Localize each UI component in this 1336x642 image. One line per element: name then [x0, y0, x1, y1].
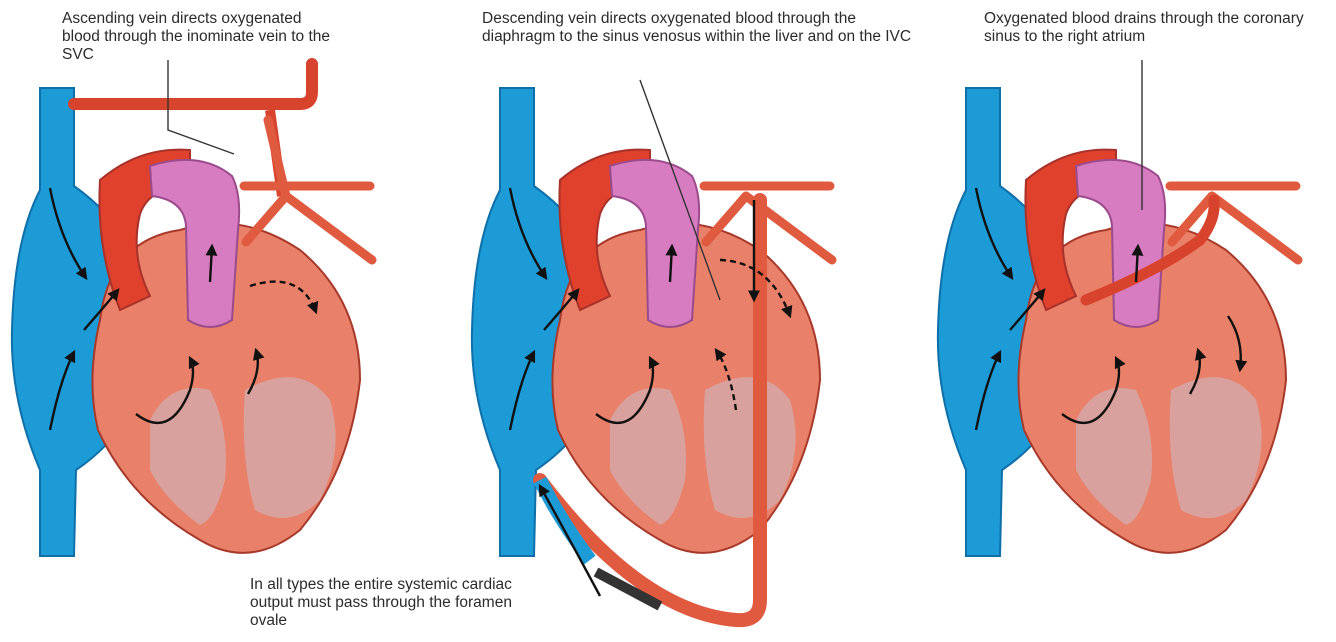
panel-coronary-sinus: [938, 60, 1298, 556]
ascending-vein: [74, 64, 312, 104]
descending-vein-blue: [540, 480, 590, 560]
panel-ascending-vein: [12, 60, 372, 556]
panel-descending-vein: [472, 80, 832, 620]
